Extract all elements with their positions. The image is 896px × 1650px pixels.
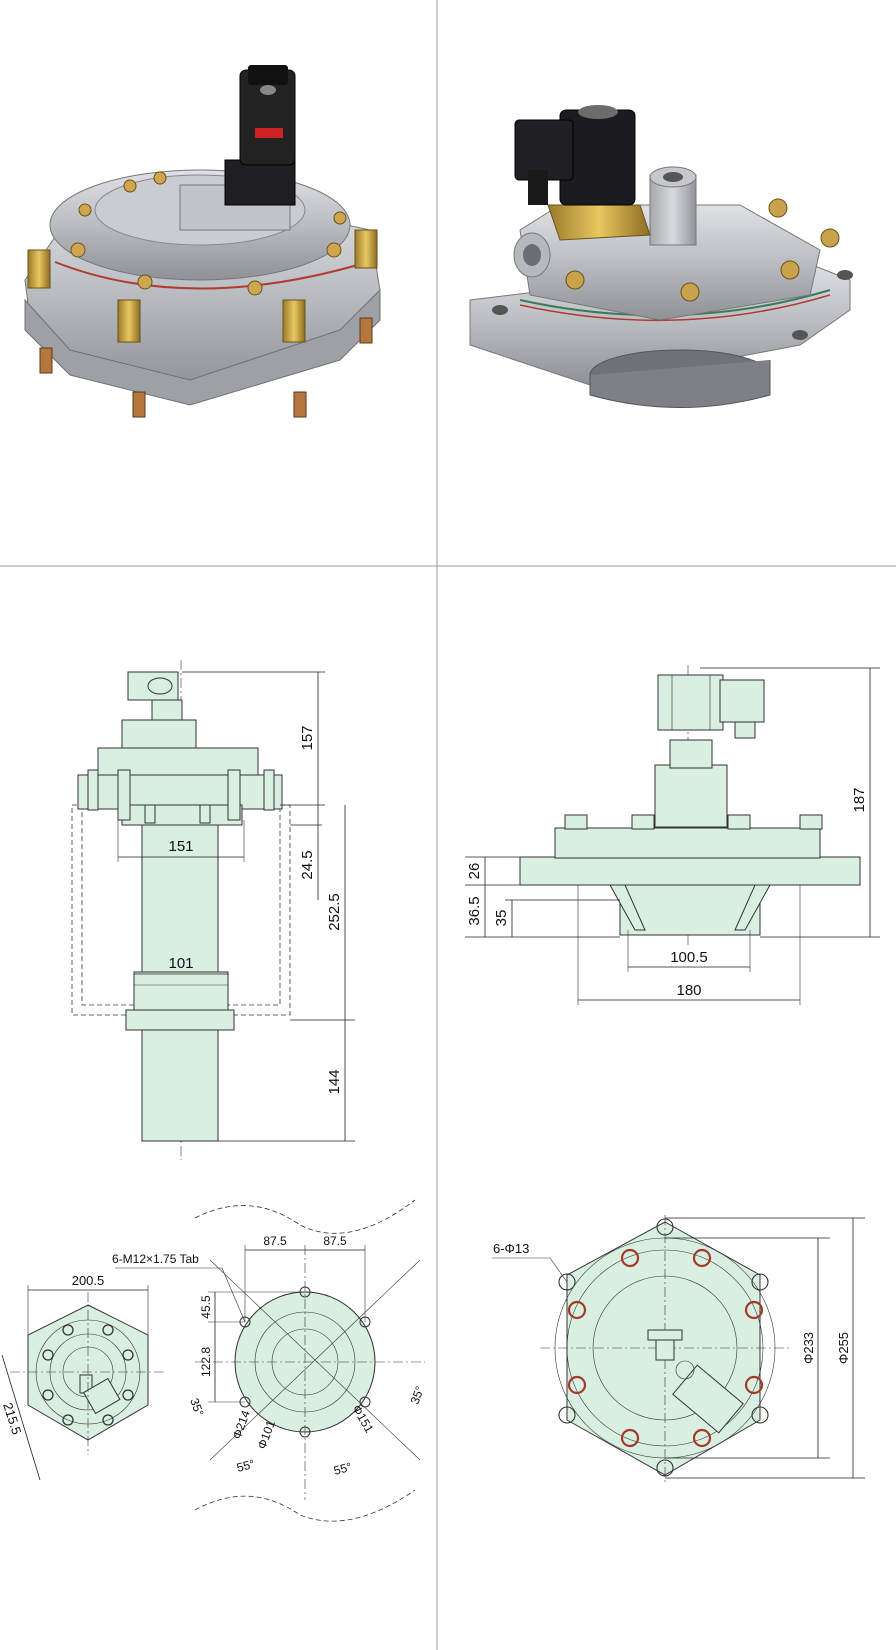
left-side-elevation: 157 24.5 252.5 144 151 101 bbox=[71, 660, 355, 1160]
left-valve-photo bbox=[24, 65, 381, 418]
dim-100-5: 100.5 bbox=[670, 949, 708, 966]
right-top-view: 6-Φ13 Φ233 Φ255 bbox=[492, 1215, 865, 1485]
dim-180: 180 bbox=[676, 982, 701, 999]
dim-101: 101 bbox=[168, 955, 193, 972]
dim-24-5: 24.5 bbox=[299, 850, 316, 879]
dim-144: 144 bbox=[326, 1069, 343, 1094]
dia-151: Φ151 bbox=[349, 1403, 376, 1436]
thread-label: 6-M12×1.75 Tab bbox=[112, 1252, 199, 1266]
angle-55-left: 55° bbox=[235, 1457, 256, 1475]
dim-151: 151 bbox=[168, 838, 193, 855]
dim-157: 157 bbox=[299, 725, 316, 750]
dia-233: Φ233 bbox=[801, 1332, 816, 1364]
dim-36-5: 36.5 bbox=[466, 896, 483, 925]
dim-26: 26 bbox=[466, 863, 483, 880]
angle-35-left: 35° bbox=[187, 1396, 206, 1418]
dim-87-5-right: 87.5 bbox=[323, 1234, 347, 1248]
left-flange-view: 87.5 87.5 45.5 122.8 6-M12×1.75 Tab 35° … bbox=[112, 1199, 427, 1522]
angle-35-right: 35° bbox=[408, 1384, 427, 1406]
dim-215-5: 215.5 bbox=[0, 1401, 24, 1437]
dia-101: Φ101 bbox=[255, 1418, 278, 1451]
dia-214: Φ214 bbox=[230, 1408, 253, 1441]
angle-55-right: 55° bbox=[332, 1460, 353, 1478]
dim-35: 35 bbox=[493, 910, 510, 927]
right-valve-photo bbox=[469, 105, 853, 408]
dim-122-8: 122.8 bbox=[199, 1347, 213, 1377]
dim-200-5: 200.5 bbox=[72, 1273, 105, 1288]
dim-87-5-left: 87.5 bbox=[263, 1234, 287, 1248]
dia-255: Φ255 bbox=[836, 1332, 851, 1364]
dim-45-5: 45.5 bbox=[199, 1295, 213, 1319]
right-side-elevation: 187 26 36.5 35 100.5 180 bbox=[465, 665, 880, 1005]
dim-187: 187 bbox=[851, 787, 868, 812]
hole-label: 6-Φ13 bbox=[493, 1241, 529, 1256]
left-small-top-view: 200.5 215.5 bbox=[0, 1273, 165, 1481]
dim-252-5: 252.5 bbox=[326, 893, 343, 931]
